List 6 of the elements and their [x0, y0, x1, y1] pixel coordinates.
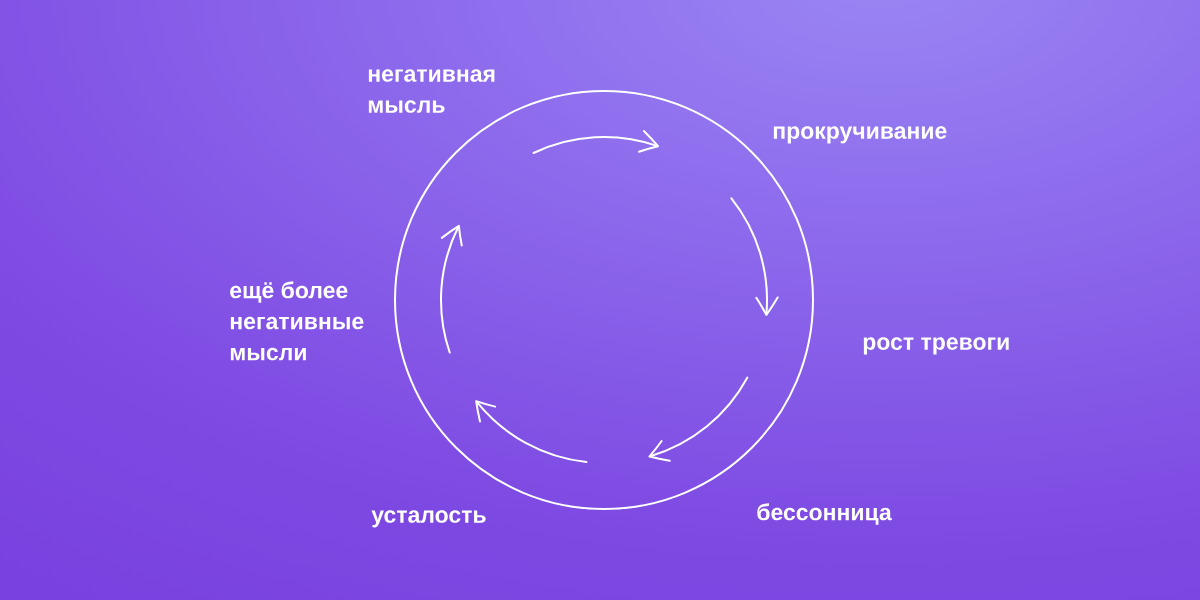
stage-label: ещё более негативные мысли [230, 281, 364, 361]
stage-label: бессонница [757, 503, 892, 525]
stage-label: рост тревоги [863, 337, 1009, 355]
stage-label: прокручивание [773, 126, 947, 144]
stage-label: негативная мысль [368, 69, 495, 113]
stage-label: усталость [371, 510, 486, 528]
